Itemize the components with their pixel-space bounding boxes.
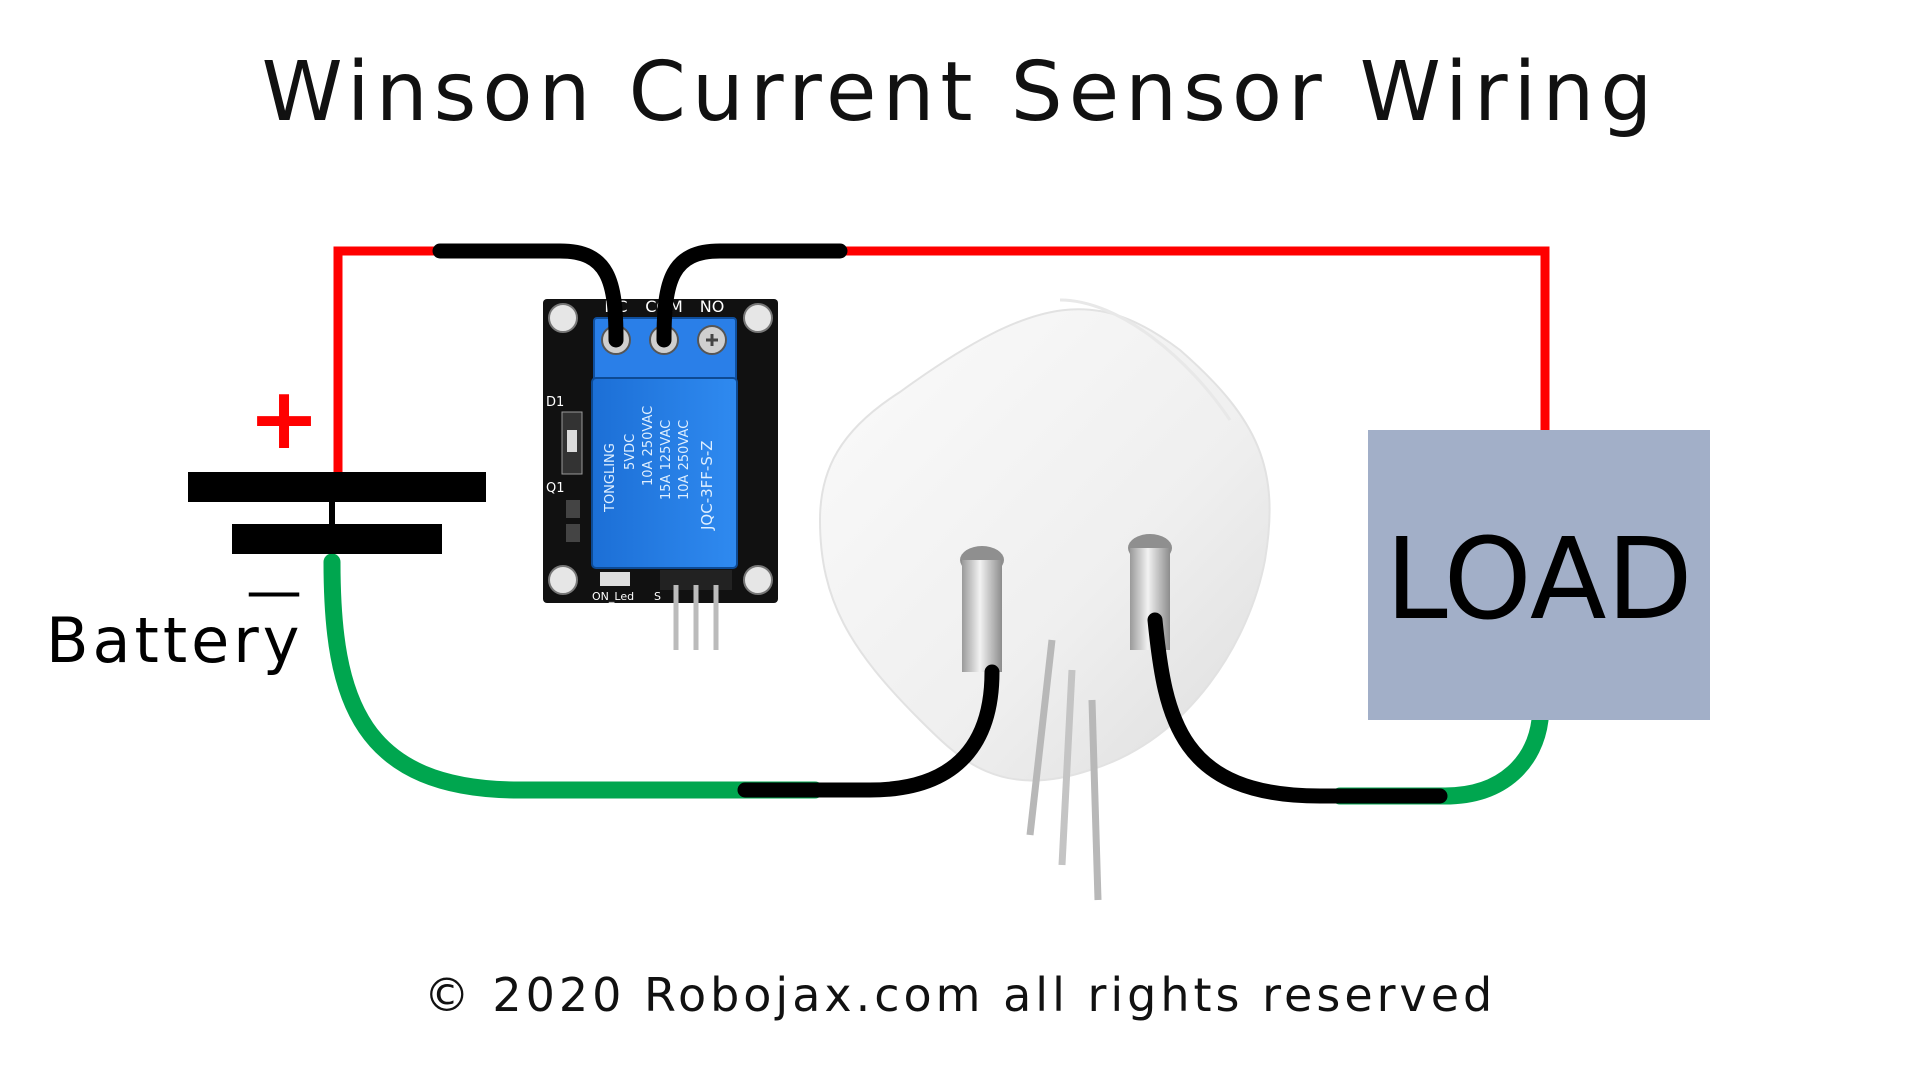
page-title: Winson Current Sensor Wiring	[261, 45, 1659, 140]
load-label: LOAD	[1385, 515, 1692, 645]
indicator-label-on-led: ON_Led	[592, 590, 634, 603]
sensor-signal-pin	[1026, 639, 1056, 836]
relay-module	[543, 299, 778, 650]
relay-marking: TONGLING	[603, 443, 618, 513]
relay-marking: JQC-3FF-S-Z	[698, 440, 716, 531]
sensor-signal-pin	[1058, 669, 1076, 866]
sensor-terminal-left	[962, 560, 1002, 672]
sensor-wires	[737, 612, 1448, 804]
relay-marking: 5VDC	[623, 434, 638, 470]
relay-marking: 10A 250VAC	[641, 406, 656, 486]
relay-markings: TONGLING 5VDC 10A 250VAC 15A 125VAC 10A …	[603, 406, 716, 531]
relay-component	[591, 377, 738, 569]
relay-wires	[432, 243, 848, 348]
battery-negative-plate	[232, 524, 442, 554]
battery-plus-sign: +	[248, 369, 320, 469]
battery-minus-sign: —	[246, 559, 302, 624]
load-box	[1368, 430, 1710, 720]
indicator-label-q1: Q1	[546, 481, 565, 496]
battery-symbol	[188, 472, 486, 566]
load-block: LOAD	[1368, 430, 1710, 720]
copyright-notice: © 2020 Robojax.com all rights reserved	[423, 968, 1497, 1022]
indicator-label-d1: D1	[546, 395, 564, 410]
battery-label: Battery	[46, 604, 303, 677]
indicator-label-s: S	[654, 590, 661, 603]
relay-marking: 15A 125VAC	[659, 420, 674, 500]
battery-positive-plate	[188, 472, 486, 502]
terminal-label-no: NO	[700, 297, 725, 316]
negative-wire	[323, 553, 1549, 805]
sensor-signal-pin	[1088, 699, 1102, 901]
relay-marking: 10A 250VAC	[677, 420, 692, 500]
positive-wire	[333, 246, 1550, 477]
current-sensor	[818, 298, 1271, 901]
